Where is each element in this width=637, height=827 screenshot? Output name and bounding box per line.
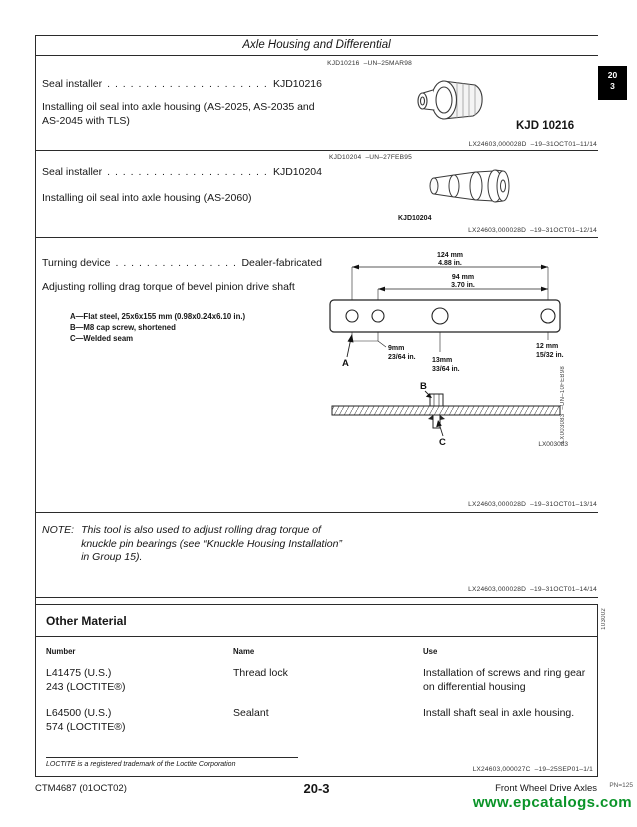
- header-rule-top: [35, 35, 598, 36]
- seal-installer-1-illustration: [417, 80, 483, 120]
- spec-value-3: Dealer-fabricated: [241, 257, 322, 269]
- side-code: 103002: [601, 608, 607, 630]
- left-margin-rule: [35, 35, 36, 777]
- row2-number-line1: L64500 (U.S.): [46, 707, 112, 719]
- drawing-id: LX003083: [538, 441, 568, 448]
- spec-line-3: Turning device . . . . . . . . . . . . .…: [42, 257, 322, 269]
- note-body: This tool is also used to adjust rolling…: [81, 524, 342, 563]
- dim-94in: 3.70 in.: [451, 282, 475, 289]
- footer-document-id: CTM4687 (01OCT02): [35, 783, 127, 794]
- note-block: NOTE: This tool is also used to adjust r…: [42, 524, 354, 565]
- spec-line-1: Seal installer . . . . . . . . . . . . .…: [42, 78, 322, 90]
- other-material-title-rule: [36, 636, 597, 637]
- drawing-side-ref: LX003083 –UN–10FEB98: [560, 366, 566, 444]
- section-ref-3: LX24603,000028D –19–31OCT01–13/14: [468, 501, 597, 508]
- table-row: L41475 (U.S.) 243 (LOCTITE®): [46, 667, 226, 694]
- dim-13mm: 13mm: [432, 357, 452, 364]
- dot-leader-2: . . . . . . . . . . . . . . . . . . . . …: [107, 166, 268, 178]
- section-ref-1: LX24603,000028D –19–31OCT01–11/14: [468, 141, 597, 148]
- photo-ref-1: KJD10216 –UN–25MAR98: [327, 60, 412, 67]
- description-1: Installing oil seal into axle housing (A…: [42, 101, 315, 127]
- label-a: A: [342, 358, 349, 369]
- dot-leader-1: . . . . . . . . . . . . . . . . . . . . …: [107, 78, 268, 90]
- section-ref-4: LX24603,000028D –19–31OCT01–14/14: [468, 586, 597, 593]
- page-tab-number: 3: [610, 81, 615, 91]
- dim-13in: 33/64 in.: [432, 366, 460, 373]
- legend-item-c: C—Welded seam: [70, 334, 134, 343]
- section-rule-3: [35, 512, 598, 513]
- tool-caption-1: KJD 10216: [516, 120, 575, 132]
- column-header-name: Name: [233, 647, 255, 656]
- spec-label-2: Seal installer: [42, 166, 103, 178]
- label-c: C: [439, 437, 446, 448]
- section-rule-1: [35, 150, 598, 151]
- trademark-footnote: LOCTITE is a registered trademark of the…: [46, 761, 236, 768]
- dim-12mm: 12 mm: [536, 343, 558, 350]
- column-header-number: Number: [46, 647, 76, 656]
- spec-label-3: Turning device: [42, 257, 111, 269]
- row1-name: Thread lock: [233, 667, 288, 679]
- row2-name: Sealant: [233, 707, 269, 719]
- description-3: Adjusting rolling drag torque of bevel p…: [42, 281, 295, 293]
- footer-pn-code: PN=125: [609, 782, 633, 789]
- drawing-legend: A—Flat steel, 25x6x155 mm (0.98x0.24x6.1…: [70, 311, 320, 344]
- photo-ref-2: KJD10204 –UN–27FEB95: [328, 154, 412, 161]
- spec-value-2: KJD10204: [272, 166, 322, 178]
- row1-use: Installation of screws and ring gear on …: [423, 667, 586, 693]
- row1-number-line1: L41475 (U.S.): [46, 667, 112, 679]
- section-ref-2: LX24603,000028D –19–31OCT01–12/14: [468, 227, 597, 234]
- label-b: B: [420, 381, 427, 392]
- turning-device-drawing: 124 mm 4.88 in. 94 mm 3.70 in.: [329, 252, 568, 448]
- header-rule-bottom: [35, 55, 598, 56]
- dim-9in: 23/64 in.: [388, 354, 416, 361]
- dim-94mm: 94 mm: [452, 274, 474, 281]
- row2-number-line2: 574 (LOCTITE®): [46, 720, 126, 733]
- footer-page-number: 20-3: [303, 781, 330, 796]
- tool-caption-2: KJD10204: [398, 215, 432, 222]
- other-material-box: Other Material Number Name Use L41475 (U…: [35, 604, 598, 777]
- other-material-title: Other Material: [46, 614, 127, 628]
- spec-label-1: Seal installer: [42, 78, 103, 90]
- table-row: L64500 (U.S.) 574 (LOCTITE®): [46, 707, 226, 734]
- dot-leader-3: . . . . . . . . . . . . . . . .: [115, 257, 237, 269]
- footnote-rule: [46, 757, 298, 758]
- dim-124mm: 124 mm: [437, 252, 463, 259]
- row1-number-line2: 243 (LOCTITE®): [46, 680, 126, 693]
- description-2: Installing oil seal into axle housing (A…: [42, 192, 252, 204]
- spec-value-1: KJD10216: [272, 78, 322, 90]
- footer-section-title: Front Wheel Drive Axles: [495, 783, 597, 794]
- section-ref-5: LX24603,000027C –19–25SEP01–1/1: [472, 766, 593, 773]
- page-tab-group: 20: [607, 70, 618, 80]
- dim-12in: 15/32 in.: [536, 352, 564, 359]
- row2-use: Install shaft seal in axle housing.: [423, 707, 575, 719]
- dim-9mm: 9mm: [388, 345, 404, 352]
- watermark-text: www.epcatalogs.com: [472, 794, 632, 811]
- legend-item-a: A—Flat steel, 25x6x155 mm (0.98x0.24x6.1…: [70, 312, 246, 321]
- page-title: Axle Housing and Differential: [242, 39, 391, 51]
- seal-installer-2-illustration: [429, 169, 510, 203]
- dim-124in: 4.88 in.: [438, 260, 462, 267]
- note-prefix: NOTE:: [42, 524, 75, 536]
- page-tab: 20 3: [598, 66, 627, 100]
- legend-item-b: B—M8 cap screw, shortened: [70, 323, 176, 332]
- section-rule-4: [35, 597, 598, 598]
- spec-line-2: Seal installer . . . . . . . . . . . . .…: [42, 166, 322, 178]
- column-header-use: Use: [423, 647, 438, 656]
- section-rule-2: [35, 237, 598, 238]
